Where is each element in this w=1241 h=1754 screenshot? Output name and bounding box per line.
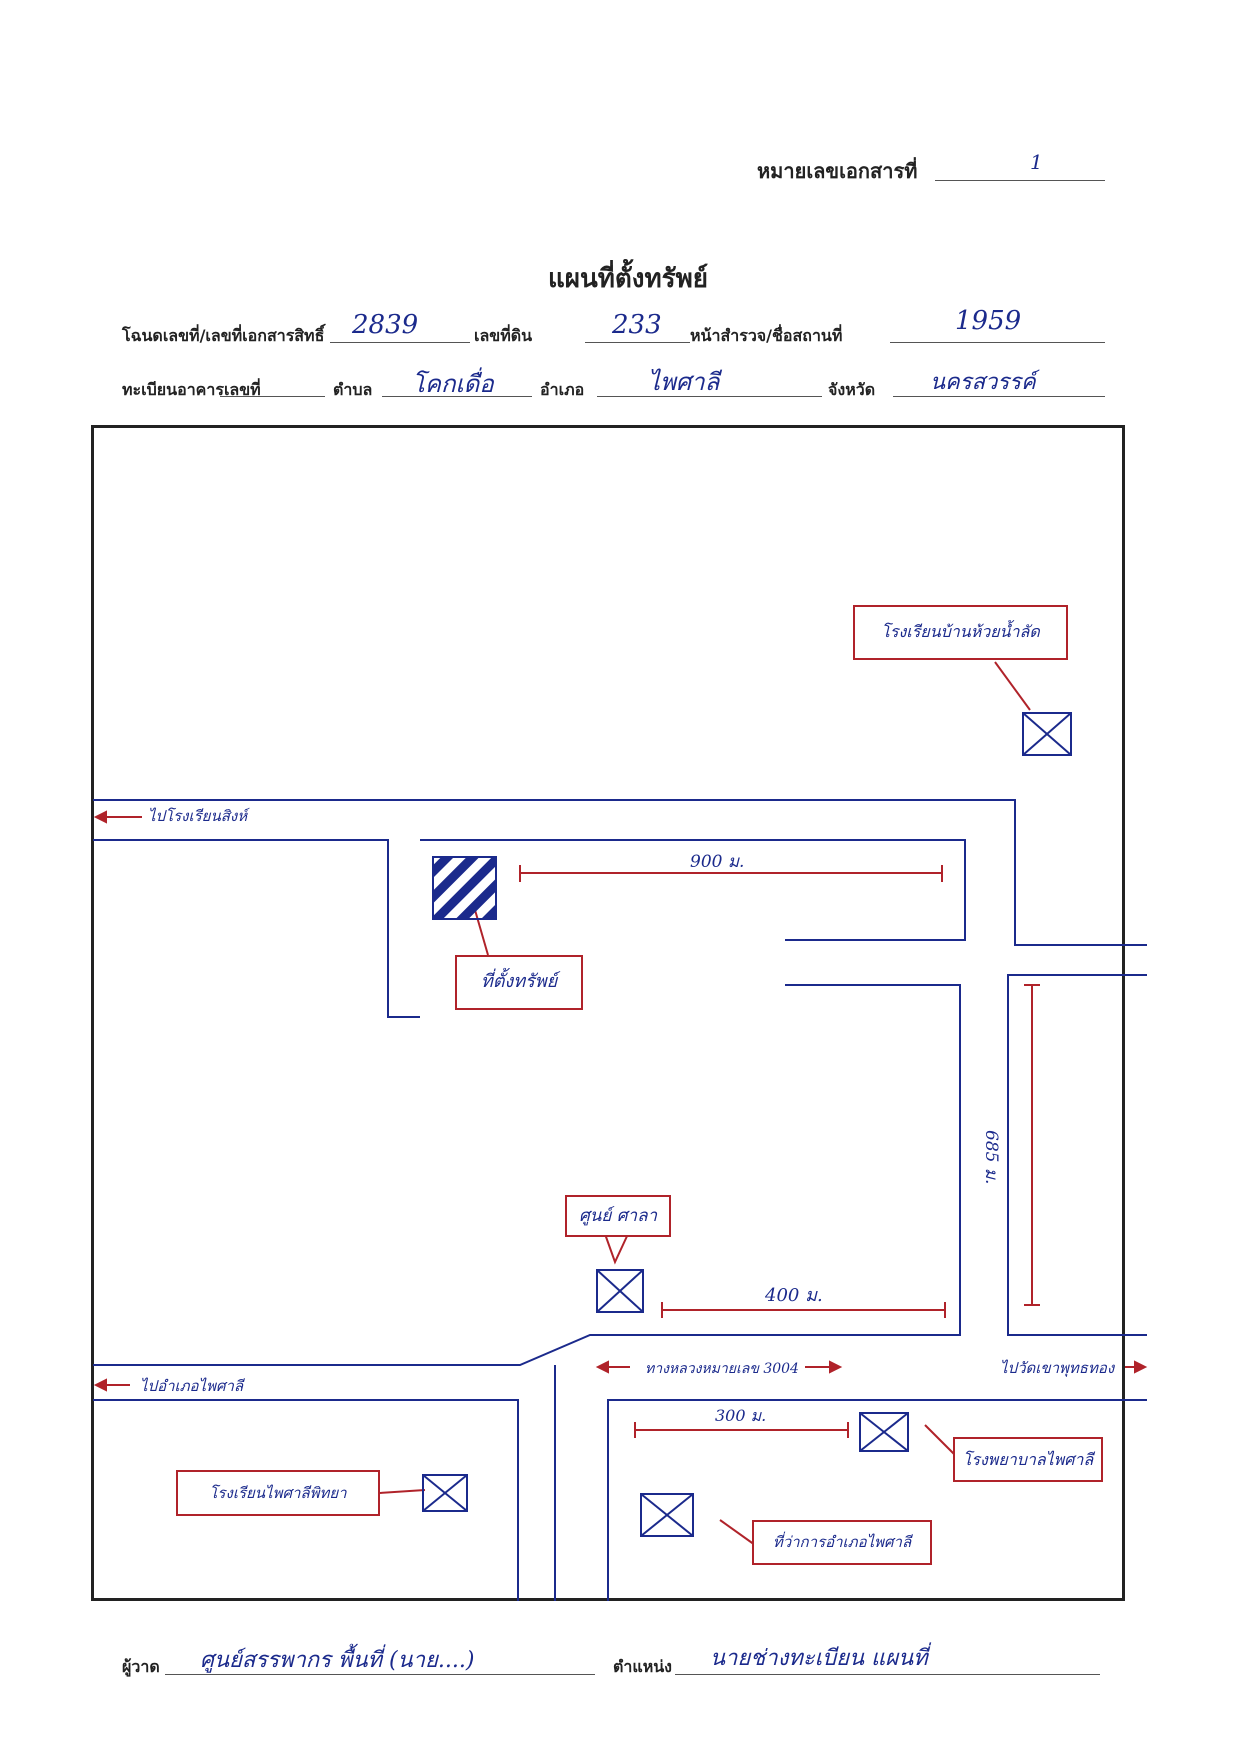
property-marker: [432, 856, 497, 920]
pointer-school-left: [379, 1489, 426, 1494]
school-left-label: โรงเรียนไพศาลีพิทยา: [209, 1484, 347, 1502]
property-callout: ที่ตั้งทรัพย์: [455, 955, 583, 1010]
road-inner-edge: [420, 839, 966, 941]
position-underline: [675, 1652, 1100, 1675]
distance-side-label: 685 ม.: [981, 1130, 1001, 1185]
road-label: ทางหลวงหมายเลข 3004: [645, 1361, 799, 1377]
road-top-upper-edge: [93, 799, 1147, 946]
district-office-callout: ที่ว่าการอำเภอไพศาลี: [752, 1520, 932, 1565]
province-underline: [893, 376, 1105, 397]
to-wat-label: ไปวัดเขาพุทธทอง: [1000, 1359, 1115, 1377]
to-school-label: ไปโรงเรียนสิงห์: [148, 807, 248, 825]
serial-underline: [935, 160, 1105, 181]
deed-value: 2839: [352, 310, 419, 340]
road-bottom-right-block: [607, 1399, 1147, 1601]
subdistrict-value: โคกเดื่อ: [412, 370, 494, 398]
district-label: อำเภอ: [540, 380, 585, 399]
arrow-to-school-head: [93, 810, 107, 824]
road-top-lower-edge: [93, 839, 420, 1018]
kamai-marker: [596, 1269, 644, 1313]
hospital-label: โรงพยาบาลไพศาลี: [962, 1450, 1094, 1469]
survey-value: 1959: [955, 306, 1022, 336]
pointer-district-office: [719, 1519, 756, 1546]
property-label: ที่ตั้งทรัพย์: [480, 971, 558, 992]
district-underline: [597, 376, 822, 397]
kamai-label: ศูนย์ ศาลา: [578, 1206, 658, 1226]
hospital-marker: [859, 1412, 909, 1452]
page-title: แผนที่ตั้งทรัพย์: [548, 264, 708, 294]
road-inner-lower-edge: [93, 984, 961, 1366]
deed-label: โฉนดเลขที่/เลขที่เอกสารสิทธิ์: [122, 326, 325, 345]
road-arrow-left-head: [595, 1360, 609, 1374]
road-right-edge: [1007, 974, 1147, 1336]
kamai-callout: ศูนย์ ศาลา: [565, 1195, 671, 1237]
arrow-to-paisali-head: [93, 1378, 107, 1392]
province-label: จังหวัด: [828, 380, 876, 399]
distance-300-label: 300 ม.: [715, 1406, 767, 1425]
land-no-value: 233: [612, 310, 662, 340]
school-top-label: โรงเรียนบ้านห้วยน้ำลัด: [881, 622, 1040, 641]
school-left-callout: โรงเรียนไพศาลีพิทยา: [176, 1470, 380, 1516]
survey-label: หน้าสำรวจ/ชื่อสถานที่: [690, 326, 843, 345]
position-label: ตำแหน่ง: [613, 1657, 672, 1676]
serial-value: 1: [1030, 150, 1043, 174]
to-wat-arrow-head: [1134, 1360, 1148, 1374]
pointer-school-top: [994, 661, 1031, 711]
hospital-callout: โรงพยาบาลไพศาลี: [953, 1437, 1103, 1482]
pointer-hospital: [924, 1424, 956, 1456]
serial-label: หมายเลขเอกสารที่: [757, 159, 918, 183]
district-value: ไพศาลี: [648, 368, 720, 396]
building-underline: [220, 376, 325, 397]
subdistrict-label: ตำบล: [333, 380, 373, 399]
subdistrict-underline: [382, 376, 532, 397]
district-office-marker: [640, 1493, 694, 1537]
distance-900-label: 900 ม.: [690, 852, 745, 872]
road-arrow-right-head: [829, 1360, 843, 1374]
district-office-label: ที่ว่าการอำเภอไพศาลี: [772, 1533, 912, 1551]
to-paisali-label: ไปอำเภอไพศาลี: [140, 1377, 244, 1395]
distance-400-label: 400 ม.: [765, 1285, 823, 1306]
drawn-by-underline: [165, 1652, 595, 1675]
school-top-marker: [1022, 712, 1072, 756]
drawn-by-value: ศูนย์สรรพากร พื้นที่ (นาย....): [200, 1648, 475, 1673]
drawn-by-label: ผู้วาด: [122, 1657, 160, 1676]
position-value: นายช่างทะเบียน แผนที่: [710, 1646, 928, 1671]
land-no-label: เลขที่ดิน: [474, 326, 533, 345]
pointer-kamai: [604, 1233, 629, 1265]
survey-underline: [890, 320, 1105, 343]
land-no-underline: [585, 320, 690, 343]
province-value: นครสวรรค์: [930, 370, 1036, 395]
building-label: ทะเบียนอาคารเลขที่: [122, 380, 261, 399]
school-left-marker: [422, 1474, 468, 1512]
deed-underline: [330, 320, 470, 343]
road-bottom-left-block: [93, 1399, 519, 1601]
school-top-callout: โรงเรียนบ้านห้วยน้ำลัด: [853, 605, 1068, 660]
